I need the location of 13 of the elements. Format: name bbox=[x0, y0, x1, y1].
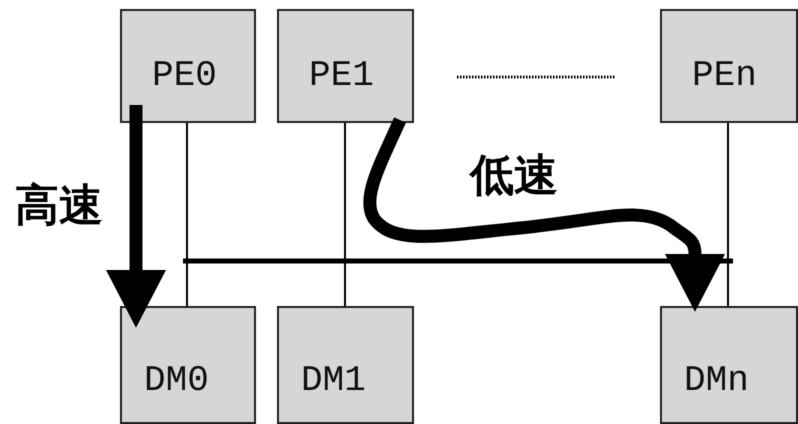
processor-box: PE1 bbox=[277, 9, 414, 123]
edge-label: 低速 bbox=[470, 154, 558, 198]
edge-label: 高速 bbox=[15, 184, 103, 228]
arrow bbox=[363, 117, 725, 312]
memory-box: DM1 bbox=[277, 306, 414, 424]
processor-box: PEn bbox=[660, 9, 798, 123]
connector-line bbox=[727, 123, 729, 306]
arrow bbox=[106, 105, 166, 328]
memory-box: DMn bbox=[660, 306, 798, 424]
memory-box: DM0 bbox=[120, 306, 256, 424]
processor-box: PE0 bbox=[120, 9, 256, 123]
connector-line bbox=[344, 123, 346, 306]
connector-line bbox=[186, 123, 188, 306]
